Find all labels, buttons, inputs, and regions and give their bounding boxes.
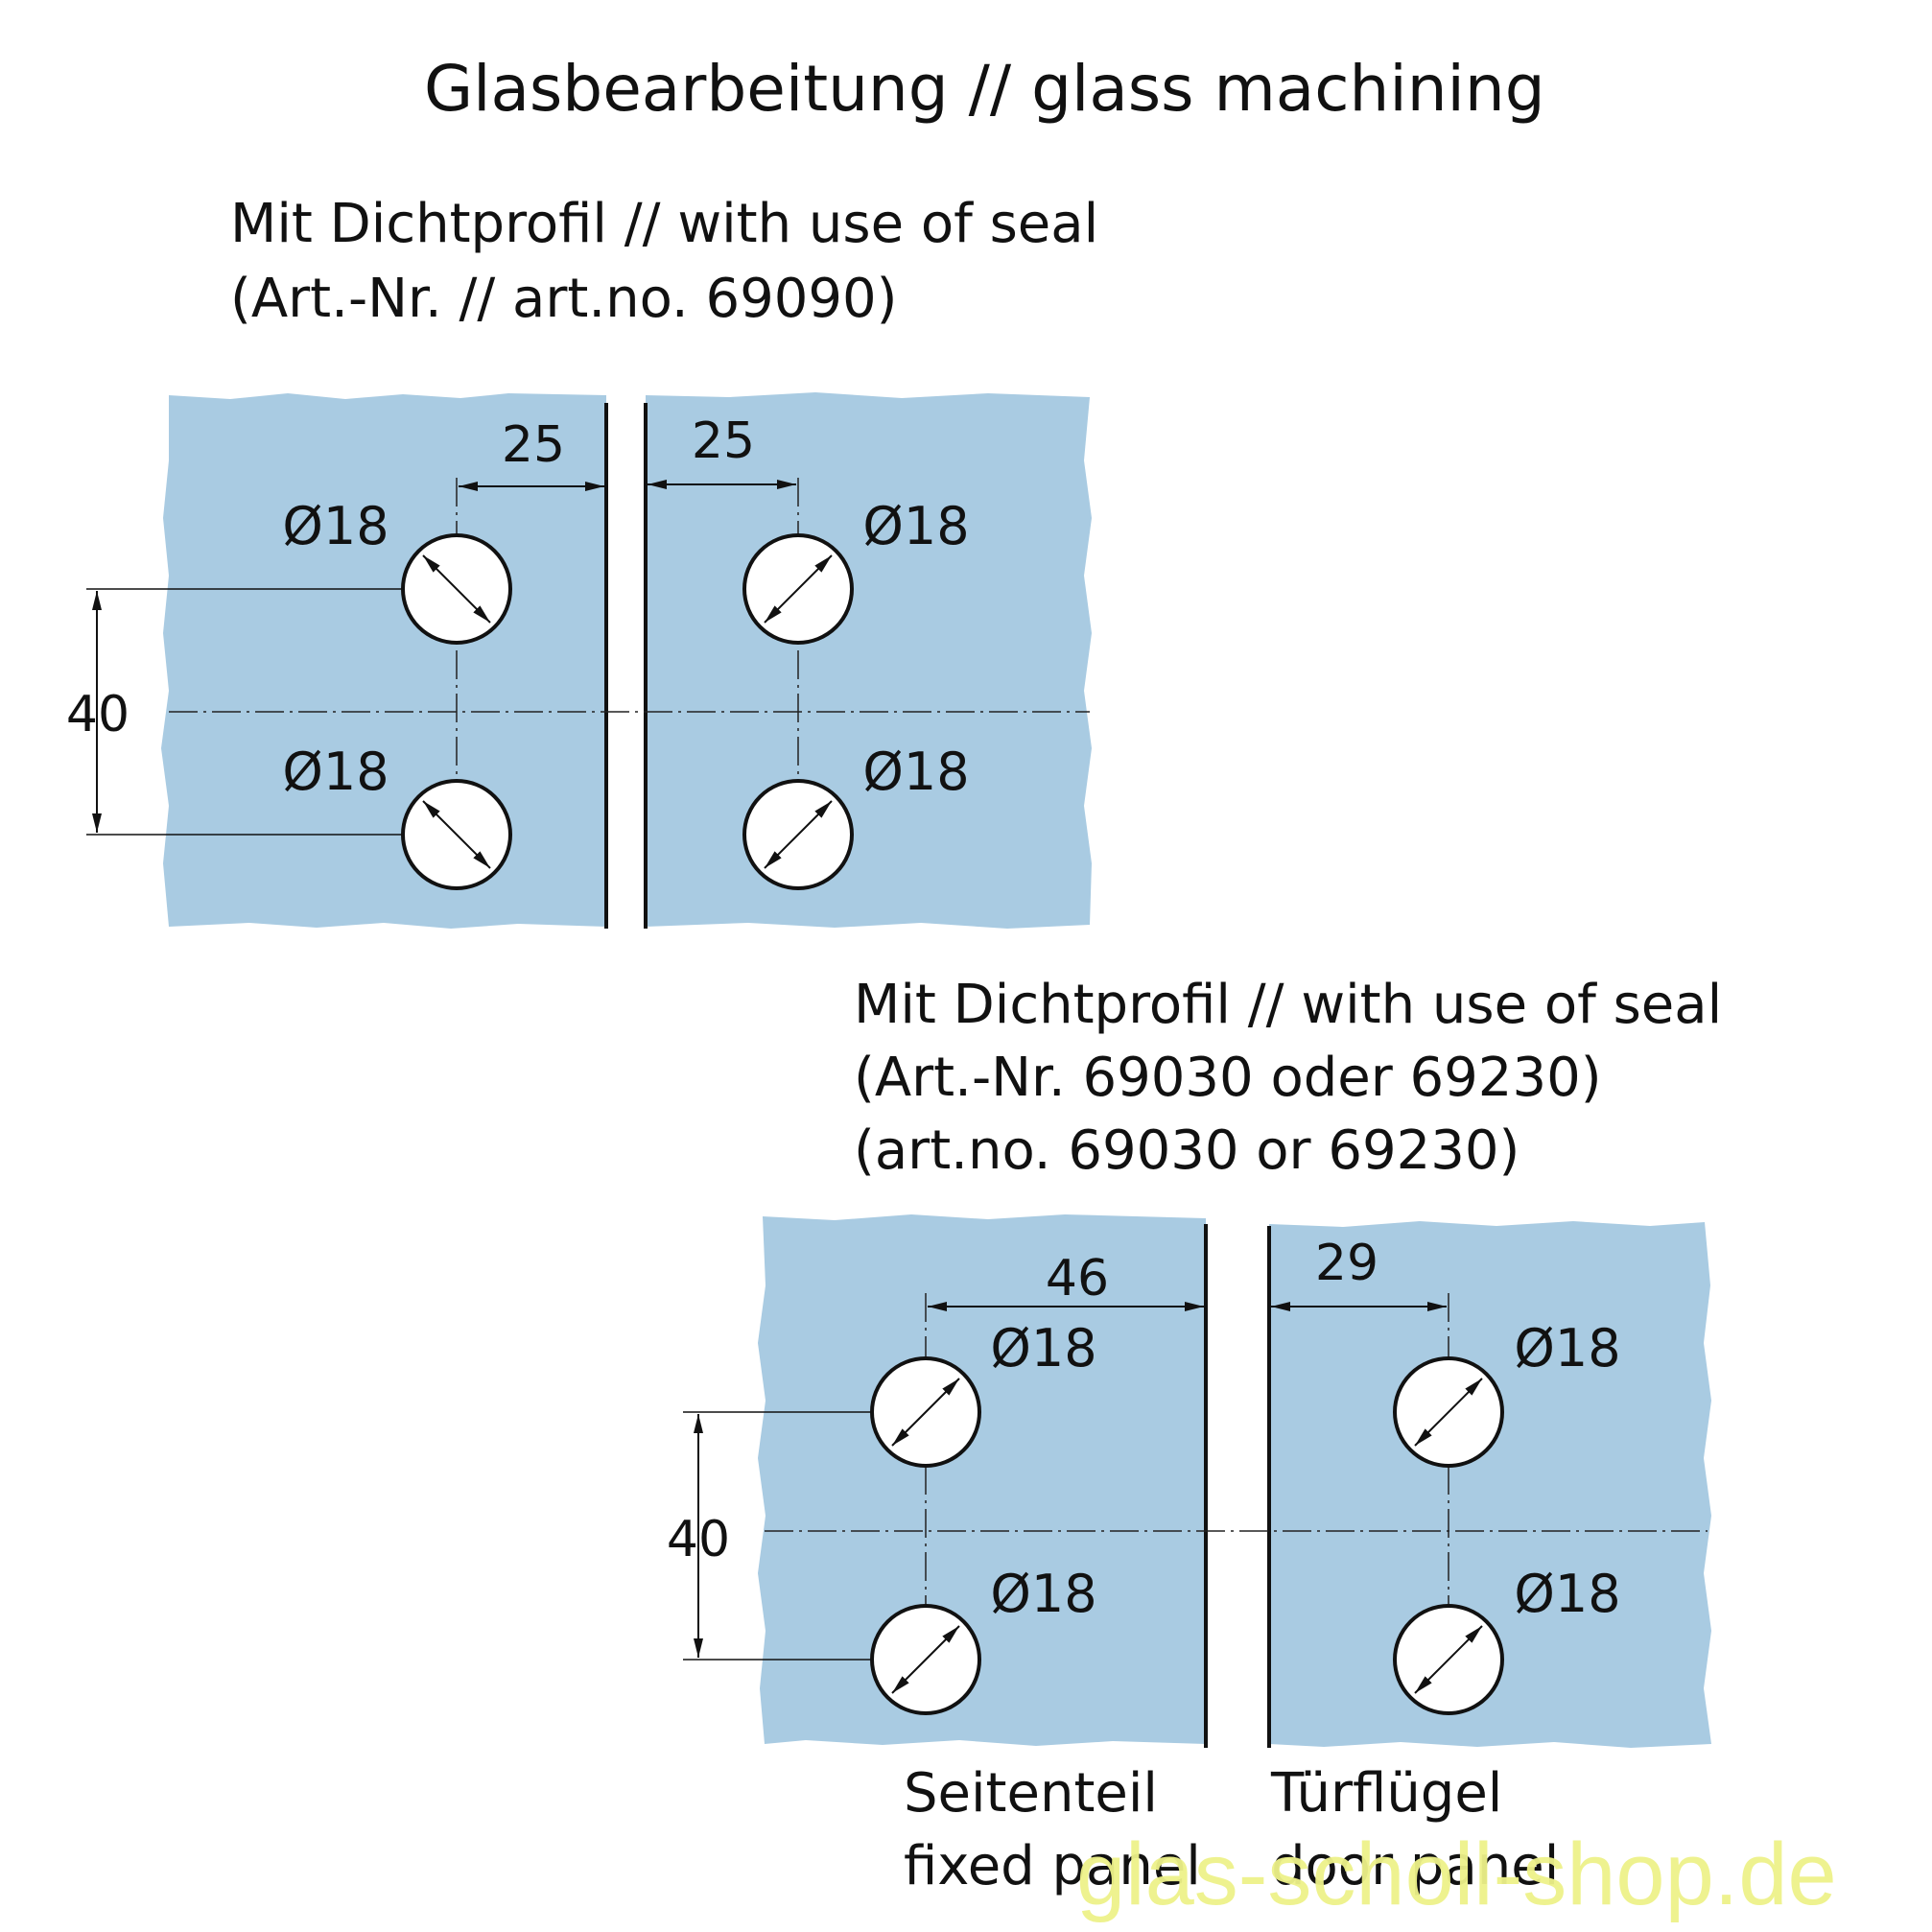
top-dim-right-value: 25 xyxy=(692,412,755,470)
top-dim-vertical-value: 40 xyxy=(66,686,130,743)
bottom-dim-left-value: 46 xyxy=(1046,1250,1109,1308)
bottom-heading-line2: (Art.-Nr. 69030 oder 69230) xyxy=(854,1047,1602,1109)
page-title: Glasbearbeitung // glass machining xyxy=(424,52,1545,126)
top-left-lower-hole xyxy=(401,779,512,890)
top-left-upper-hole xyxy=(401,533,512,645)
door-panel-label-en: door panel xyxy=(1271,1835,1560,1897)
bottom-left-lower-hole xyxy=(870,1604,981,1715)
bottom-right-lower-hole xyxy=(1393,1604,1504,1715)
bottom-assembly: 46 29 40 Ø18 Ø18 Ø18 Ø18 xyxy=(667,1214,1711,1748)
top-hole-label-2: Ø18 xyxy=(862,496,969,556)
bottom-left-glass-panel xyxy=(758,1214,1206,1746)
door-panel-label-de: Türflügel xyxy=(1271,1762,1503,1825)
watermark: glas-scholl-shop.de xyxy=(1076,1826,1837,1923)
bottom-hole-label-1: Ø18 xyxy=(990,1318,1096,1378)
bottom-dim-right-value: 29 xyxy=(1315,1235,1378,1292)
bottom-hole-label-4: Ø18 xyxy=(1514,1564,1620,1624)
bottom-left-upper-hole xyxy=(870,1356,981,1468)
fixed-panel-label-de: Seitenteil xyxy=(904,1762,1158,1825)
top-heading-line2: (Art.-Nr. // art.no. 69090) xyxy=(230,268,898,330)
bottom-heading-line1: Mit Dichtprofil // with use of seal xyxy=(854,974,1723,1036)
top-dim-left-value: 25 xyxy=(502,416,565,474)
bottom-right-upper-hole xyxy=(1393,1356,1504,1468)
top-right-lower-hole xyxy=(742,779,854,890)
top-right-upper-hole xyxy=(742,533,854,645)
fixed-panel-label-en: fixed panel xyxy=(904,1835,1201,1897)
bottom-hole-label-2: Ø18 xyxy=(1514,1318,1620,1378)
bottom-hole-label-3: Ø18 xyxy=(990,1564,1096,1624)
top-hole-label-1: Ø18 xyxy=(282,496,389,556)
bottom-dim-vertical-value: 40 xyxy=(667,1511,730,1568)
top-hole-label-3: Ø18 xyxy=(282,742,389,802)
top-hole-label-4: Ø18 xyxy=(862,742,969,802)
bottom-right-glass-panel xyxy=(1269,1221,1711,1748)
top-heading-line1: Mit Dichtprofil // with use of seal xyxy=(230,193,1099,255)
top-assembly: 25 25 40 Ø18 Ø18 Ø18 Ø18 xyxy=(66,392,1092,929)
top-right-glass-panel xyxy=(646,392,1092,929)
bottom-heading-line3: (art.no. 69030 or 69230) xyxy=(854,1119,1520,1182)
